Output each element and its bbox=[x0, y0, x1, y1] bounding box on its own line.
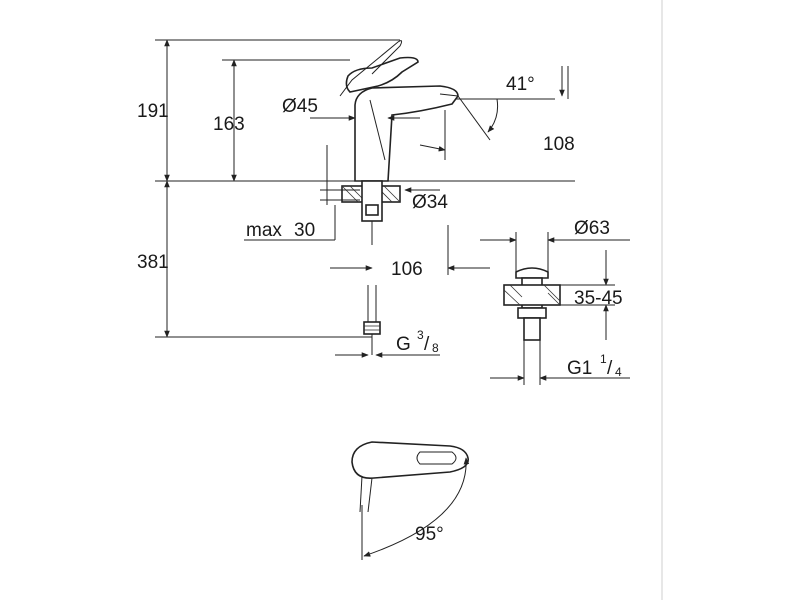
dim-spout-height: 163 bbox=[213, 114, 245, 135]
dim-spout-reach: 108 bbox=[543, 134, 575, 155]
dim-waste-thread-num: 1 bbox=[600, 352, 607, 366]
dim-41-arc bbox=[487, 98, 499, 133]
dim-waste-thread-prefix: G1 bbox=[567, 358, 592, 379]
faucet-top-view bbox=[351, 441, 469, 513]
dim-max-thickness-prefix: max bbox=[246, 220, 282, 241]
dim-hose-thread-slash: / bbox=[424, 334, 430, 355]
dim-hose-thread-den: 8 bbox=[432, 341, 439, 355]
dim-waste-thread-den: 4 bbox=[615, 365, 622, 379]
dim-95-arc bbox=[363, 457, 470, 557]
dim-mount-hole: Ø34 bbox=[412, 192, 448, 213]
mounting-shank bbox=[341, 180, 401, 245]
dim-waste-thickness: 35-45 bbox=[574, 288, 623, 309]
dim-lever-angle: 41° bbox=[506, 74, 535, 95]
dim-overall-height: 191 bbox=[137, 101, 169, 122]
flexible-hose bbox=[363, 285, 381, 355]
dim-waste-diameter: Ø63 bbox=[574, 218, 610, 239]
dim-max-thickness-value: 30 bbox=[294, 220, 315, 241]
waste-pop-up-fitting bbox=[503, 267, 561, 341]
dim-41-ref-line-2 bbox=[457, 95, 491, 141]
dim-body-diameter: Ø45 bbox=[282, 96, 318, 117]
dim-lever-swing: 95° bbox=[415, 524, 444, 545]
dim-hose-thread-num: 3 bbox=[417, 328, 424, 342]
dim-108-leader bbox=[419, 144, 446, 152]
dim-waste-thread-slash: / bbox=[607, 358, 613, 379]
dim-below-counter: 381 bbox=[137, 252, 169, 273]
faucet-body-side-view bbox=[339, 40, 459, 182]
dim-outlet-offset: 106 bbox=[391, 259, 423, 280]
dim-hose-thread-prefix: G bbox=[396, 334, 411, 355]
